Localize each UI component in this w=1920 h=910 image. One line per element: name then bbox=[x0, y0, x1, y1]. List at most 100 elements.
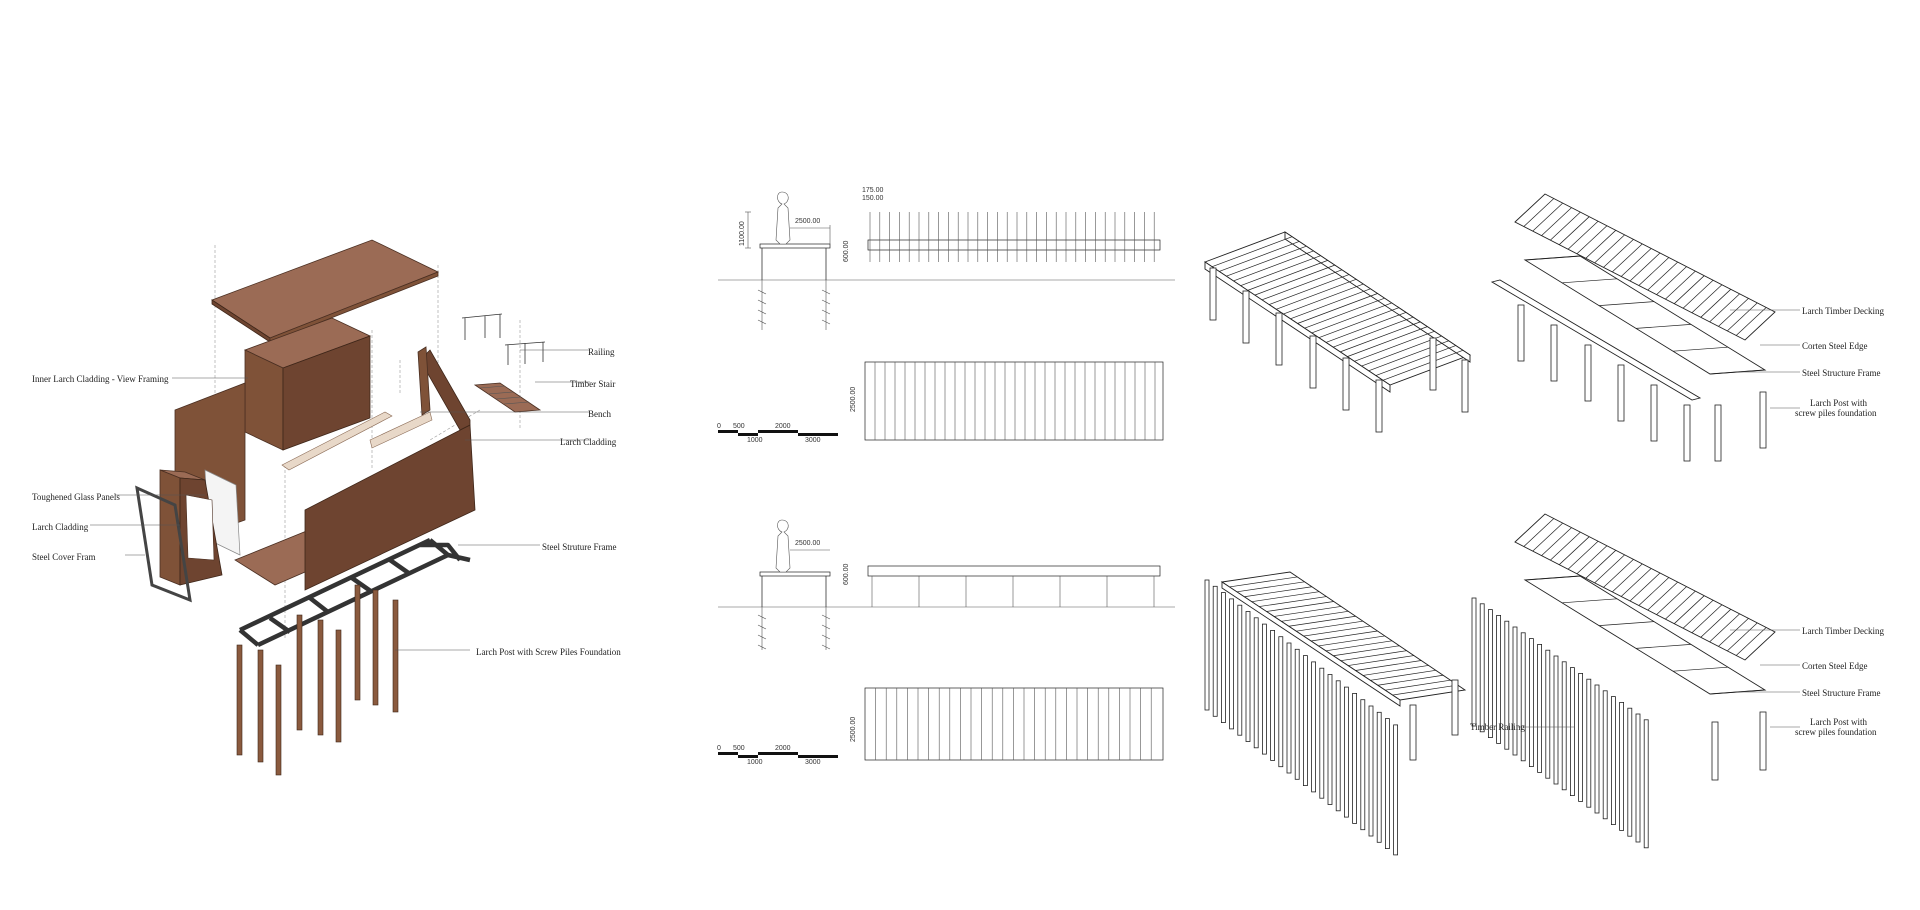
deck-slat bbox=[1281, 610, 1349, 622]
deck-slat bbox=[1355, 660, 1422, 671]
label-top-post-2: screw piles foundation bbox=[1795, 408, 1877, 418]
frame-member bbox=[1672, 666, 1729, 672]
deck-slat bbox=[1576, 225, 1608, 255]
axo-assembled-top bbox=[1204, 231, 1471, 433]
deck-slat bbox=[1612, 563, 1643, 593]
deck-slat bbox=[1283, 283, 1364, 315]
deck-slat bbox=[1656, 586, 1687, 615]
railing-slat bbox=[1344, 686, 1349, 818]
elevation-top: 600.00 175.00 150.00 bbox=[843, 187, 1161, 262]
larch-post bbox=[1617, 364, 1625, 422]
deck-slat bbox=[1318, 307, 1399, 339]
railing-slat bbox=[1586, 678, 1592, 808]
label-top-decking: Larch Timber Decking bbox=[1802, 306, 1884, 316]
railing-slat bbox=[1237, 604, 1243, 736]
label-steel-frame: Steel Struture Frame bbox=[542, 542, 617, 552]
railing-slat bbox=[1319, 667, 1325, 799]
steel-frame bbox=[238, 537, 471, 648]
railing-slat bbox=[1262, 623, 1267, 755]
steel-cover-frame bbox=[135, 485, 192, 603]
larch-post bbox=[1683, 404, 1691, 462]
scale-top-500: 500 bbox=[733, 423, 745, 430]
railing-slat bbox=[1204, 579, 1210, 711]
railing-slat bbox=[1335, 680, 1341, 812]
scale-bottom-500: 500 bbox=[733, 745, 745, 752]
label-bottom-edge: Corten Steel Edge bbox=[1802, 661, 1868, 671]
deck-slat bbox=[1211, 236, 1293, 268]
larch-post bbox=[1342, 357, 1350, 411]
railing-slat bbox=[1602, 690, 1608, 820]
orthographic-top: 2500.00 1100.00 600.00 175.00 150.00 250… bbox=[717, 187, 1175, 444]
scale-bottom-2000: 2000 bbox=[775, 745, 791, 752]
label-bottom-post-2: screw piles foundation bbox=[1795, 727, 1877, 737]
deck-slat bbox=[1682, 279, 1714, 309]
deck-slat bbox=[1318, 635, 1385, 647]
exploded-axonometric bbox=[90, 239, 590, 776]
railing-slat bbox=[1488, 609, 1493, 738]
deck-slat bbox=[1647, 581, 1678, 611]
railing-slat bbox=[1286, 642, 1292, 774]
deck-slat bbox=[1325, 312, 1407, 343]
deck-slat bbox=[1638, 577, 1670, 606]
deck-slat bbox=[1296, 620, 1363, 632]
larch-post bbox=[1517, 304, 1525, 362]
larch-post bbox=[1209, 267, 1217, 321]
deck-slat bbox=[1254, 264, 1335, 296]
deck-slat bbox=[1297, 293, 1378, 324]
axo-exploded-bottom bbox=[1471, 513, 1776, 849]
orthographic-bottom: 2500.00 600.00 2500.00 0 500 1000 2000 3… bbox=[717, 519, 1175, 766]
axo-exploded-top bbox=[1490, 193, 1776, 462]
deck-slat bbox=[1673, 595, 1705, 624]
frame-member bbox=[1598, 301, 1655, 306]
section-view-bottom: 2500.00 bbox=[757, 519, 831, 650]
deck-slat bbox=[1347, 326, 1428, 357]
deck-slat bbox=[1219, 241, 1300, 272]
deck-slat bbox=[1718, 298, 1749, 327]
section-view-top: 2500.00 1100.00 bbox=[739, 191, 831, 330]
railing-slat bbox=[1327, 674, 1333, 805]
scale-top-3000: 3000 bbox=[805, 437, 821, 444]
larch-post bbox=[1584, 344, 1592, 402]
deck-slat bbox=[1354, 331, 1435, 362]
railing-slat bbox=[1594, 684, 1600, 814]
deck-slat bbox=[1523, 198, 1555, 227]
leader-lines bbox=[90, 349, 590, 651]
deck-slat bbox=[1532, 522, 1563, 552]
larch-post bbox=[1309, 335, 1317, 389]
scale-bottom-3000: 3000 bbox=[805, 759, 821, 766]
deck-slat bbox=[1268, 274, 1350, 305]
deck-slat bbox=[1700, 609, 1732, 638]
deck-slat bbox=[1567, 540, 1599, 570]
deck-slat bbox=[1523, 518, 1555, 547]
timber-stair bbox=[473, 382, 542, 413]
scale-top-0: 0 bbox=[717, 423, 721, 430]
railing-slat bbox=[1627, 707, 1633, 837]
deck-slat bbox=[1261, 269, 1343, 301]
label-bottom-post-1: Larch Post with bbox=[1810, 717, 1867, 727]
frame-member bbox=[1709, 369, 1766, 375]
deck-slat bbox=[1709, 293, 1740, 323]
larch-post bbox=[1759, 391, 1767, 449]
deck-slat bbox=[1332, 316, 1414, 348]
label-timber-stair: Timber Stair bbox=[570, 379, 616, 389]
deck-slat bbox=[1558, 536, 1590, 565]
label-top-frame: Steel Structure Frame bbox=[1802, 368, 1881, 378]
deck-slat bbox=[1620, 248, 1652, 277]
deck-slat bbox=[1385, 679, 1451, 691]
railing-slat bbox=[1385, 718, 1390, 849]
railing-slat bbox=[1270, 630, 1275, 761]
deck-slat bbox=[1392, 684, 1458, 696]
label-bottom-frame: Steel Structure Frame bbox=[1802, 688, 1881, 698]
label-bench: Bench bbox=[588, 409, 611, 419]
deck-slat bbox=[1244, 586, 1312, 598]
deck-slat bbox=[1340, 321, 1421, 353]
railing-slat bbox=[1368, 705, 1374, 837]
deck-slat bbox=[1567, 220, 1599, 250]
frame-member bbox=[1524, 575, 1581, 581]
railing-slat bbox=[1352, 693, 1357, 824]
deck-slat bbox=[1541, 207, 1572, 236]
scale-bottom-1000: 1000 bbox=[747, 759, 763, 766]
axo-assembled-bottom bbox=[1204, 571, 1467, 856]
